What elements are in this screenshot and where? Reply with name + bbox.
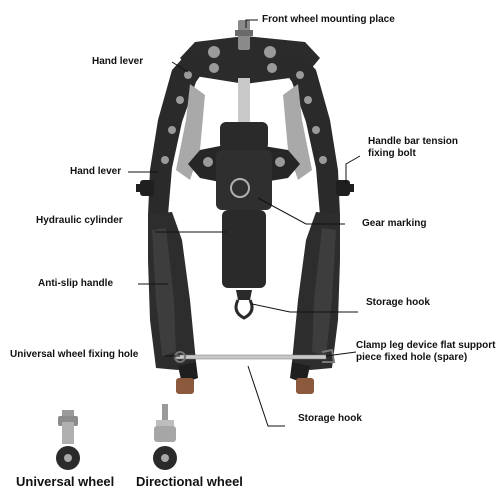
directional-wheel-icon <box>153 404 177 470</box>
tension-bolt-right <box>336 180 354 196</box>
storage-hook-right-label: Storage hook <box>366 297 430 308</box>
left-lever-arm <box>148 50 210 215</box>
hand-lever-top-label: Hand lever <box>92 56 144 67</box>
gear-marking-label: Gear marking <box>362 218 427 229</box>
directional-wheel-caption: Directional wheel <box>136 474 243 489</box>
left-foot <box>176 378 194 394</box>
universal-wheel-icon <box>56 410 80 470</box>
clamp-leg-hole-label: Clamp leg device flat support piece fixe… <box>356 340 496 363</box>
hydraulic-cylinder-label: Hydraulic cylinder <box>36 215 123 226</box>
front-wheel-mounting-place-label: Front wheel mounting place <box>262 14 395 25</box>
universal-wheel-caption: Universal wheel <box>16 474 115 489</box>
universal-wheel-fixing-hole-label: Universal wheel fixing hole <box>10 349 139 360</box>
hydraulic-cylinder-body <box>216 122 272 320</box>
storage-hook-bottom-label: Storage hook <box>298 413 362 424</box>
right-foot <box>296 378 314 394</box>
storage-rod <box>174 348 336 363</box>
hand-lever-mid-label: Hand lever <box>70 166 122 177</box>
right-lever-arm <box>278 50 340 215</box>
anti-slip-handle-label: Anti-slip handle <box>38 278 113 289</box>
leader-lines <box>128 19 361 427</box>
piston-rod <box>238 78 250 128</box>
tension-bolt-left <box>136 180 154 196</box>
handle-bar-tension-fixing-bolt-label: Handle bar tension fixing bolt <box>368 136 459 159</box>
